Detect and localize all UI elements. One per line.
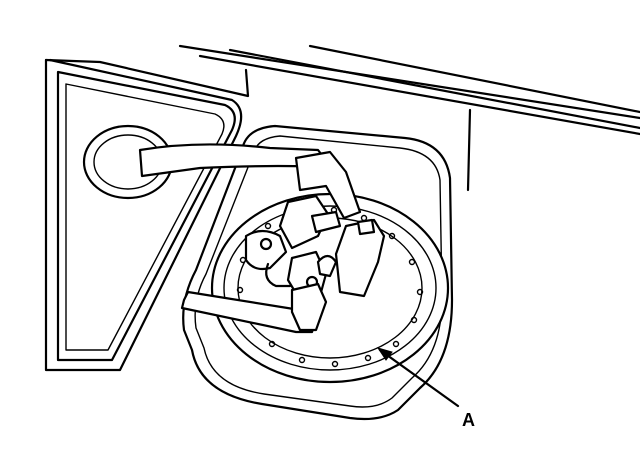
floor-panel-outline <box>178 44 640 192</box>
callout-arrow <box>376 347 460 408</box>
callout-label-a: A <box>462 410 475 430</box>
lock-ring-wrench-tool <box>180 282 328 334</box>
left-recessed-panel <box>44 58 250 372</box>
fuel-hose <box>138 143 362 220</box>
access-opening <box>182 124 454 421</box>
